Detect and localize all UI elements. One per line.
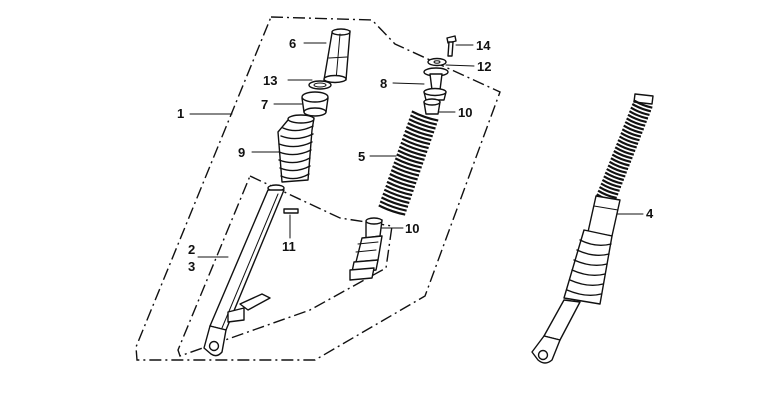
callout-13: 13 — [263, 73, 277, 88]
part-6-cap — [323, 28, 351, 84]
callout-10-upper: 10 — [458, 105, 472, 120]
callout-8: 8 — [380, 76, 387, 91]
assembly-outline — [135, 16, 501, 361]
callout-5: 5 — [358, 149, 365, 164]
part-10-collar-lower — [365, 217, 383, 239]
part-12-washer — [427, 57, 447, 67]
callout-1: 1 — [177, 106, 184, 121]
part-13-ring — [308, 80, 332, 90]
callout-10-lower: 10 — [405, 221, 419, 236]
callout-11: 11 — [282, 239, 296, 254]
callout-9: 9 — [238, 145, 245, 160]
callout-12: 12 — [477, 59, 491, 74]
callout-14: 14 — [476, 38, 491, 53]
callout-2: 2 — [188, 242, 195, 257]
leader-lines — [189, 42, 644, 258]
part-10-collar-upper — [423, 98, 441, 115]
part-7-bushing — [301, 91, 329, 117]
part-11-pin — [283, 208, 299, 214]
callout-4: 4 — [646, 206, 654, 221]
part-4-fork-assembly — [531, 93, 654, 364]
part-2-3-fork-leg — [203, 184, 285, 357]
callout-labels: 1 2 3 4 5 6 7 8 9 10 10 11 12 13 14 — [177, 36, 654, 274]
part-8-spring-seat — [423, 67, 449, 101]
part-5-spring — [378, 110, 439, 216]
callout-6: 6 — [289, 36, 296, 51]
part-9-dust-boot — [277, 114, 315, 183]
callout-7: 7 — [261, 97, 268, 112]
callout-3: 3 — [188, 259, 195, 274]
damper-lower-piece — [349, 235, 383, 281]
spring-coil — [596, 99, 653, 203]
part-14-bolt — [446, 35, 457, 57]
spring-coil — [378, 110, 439, 216]
